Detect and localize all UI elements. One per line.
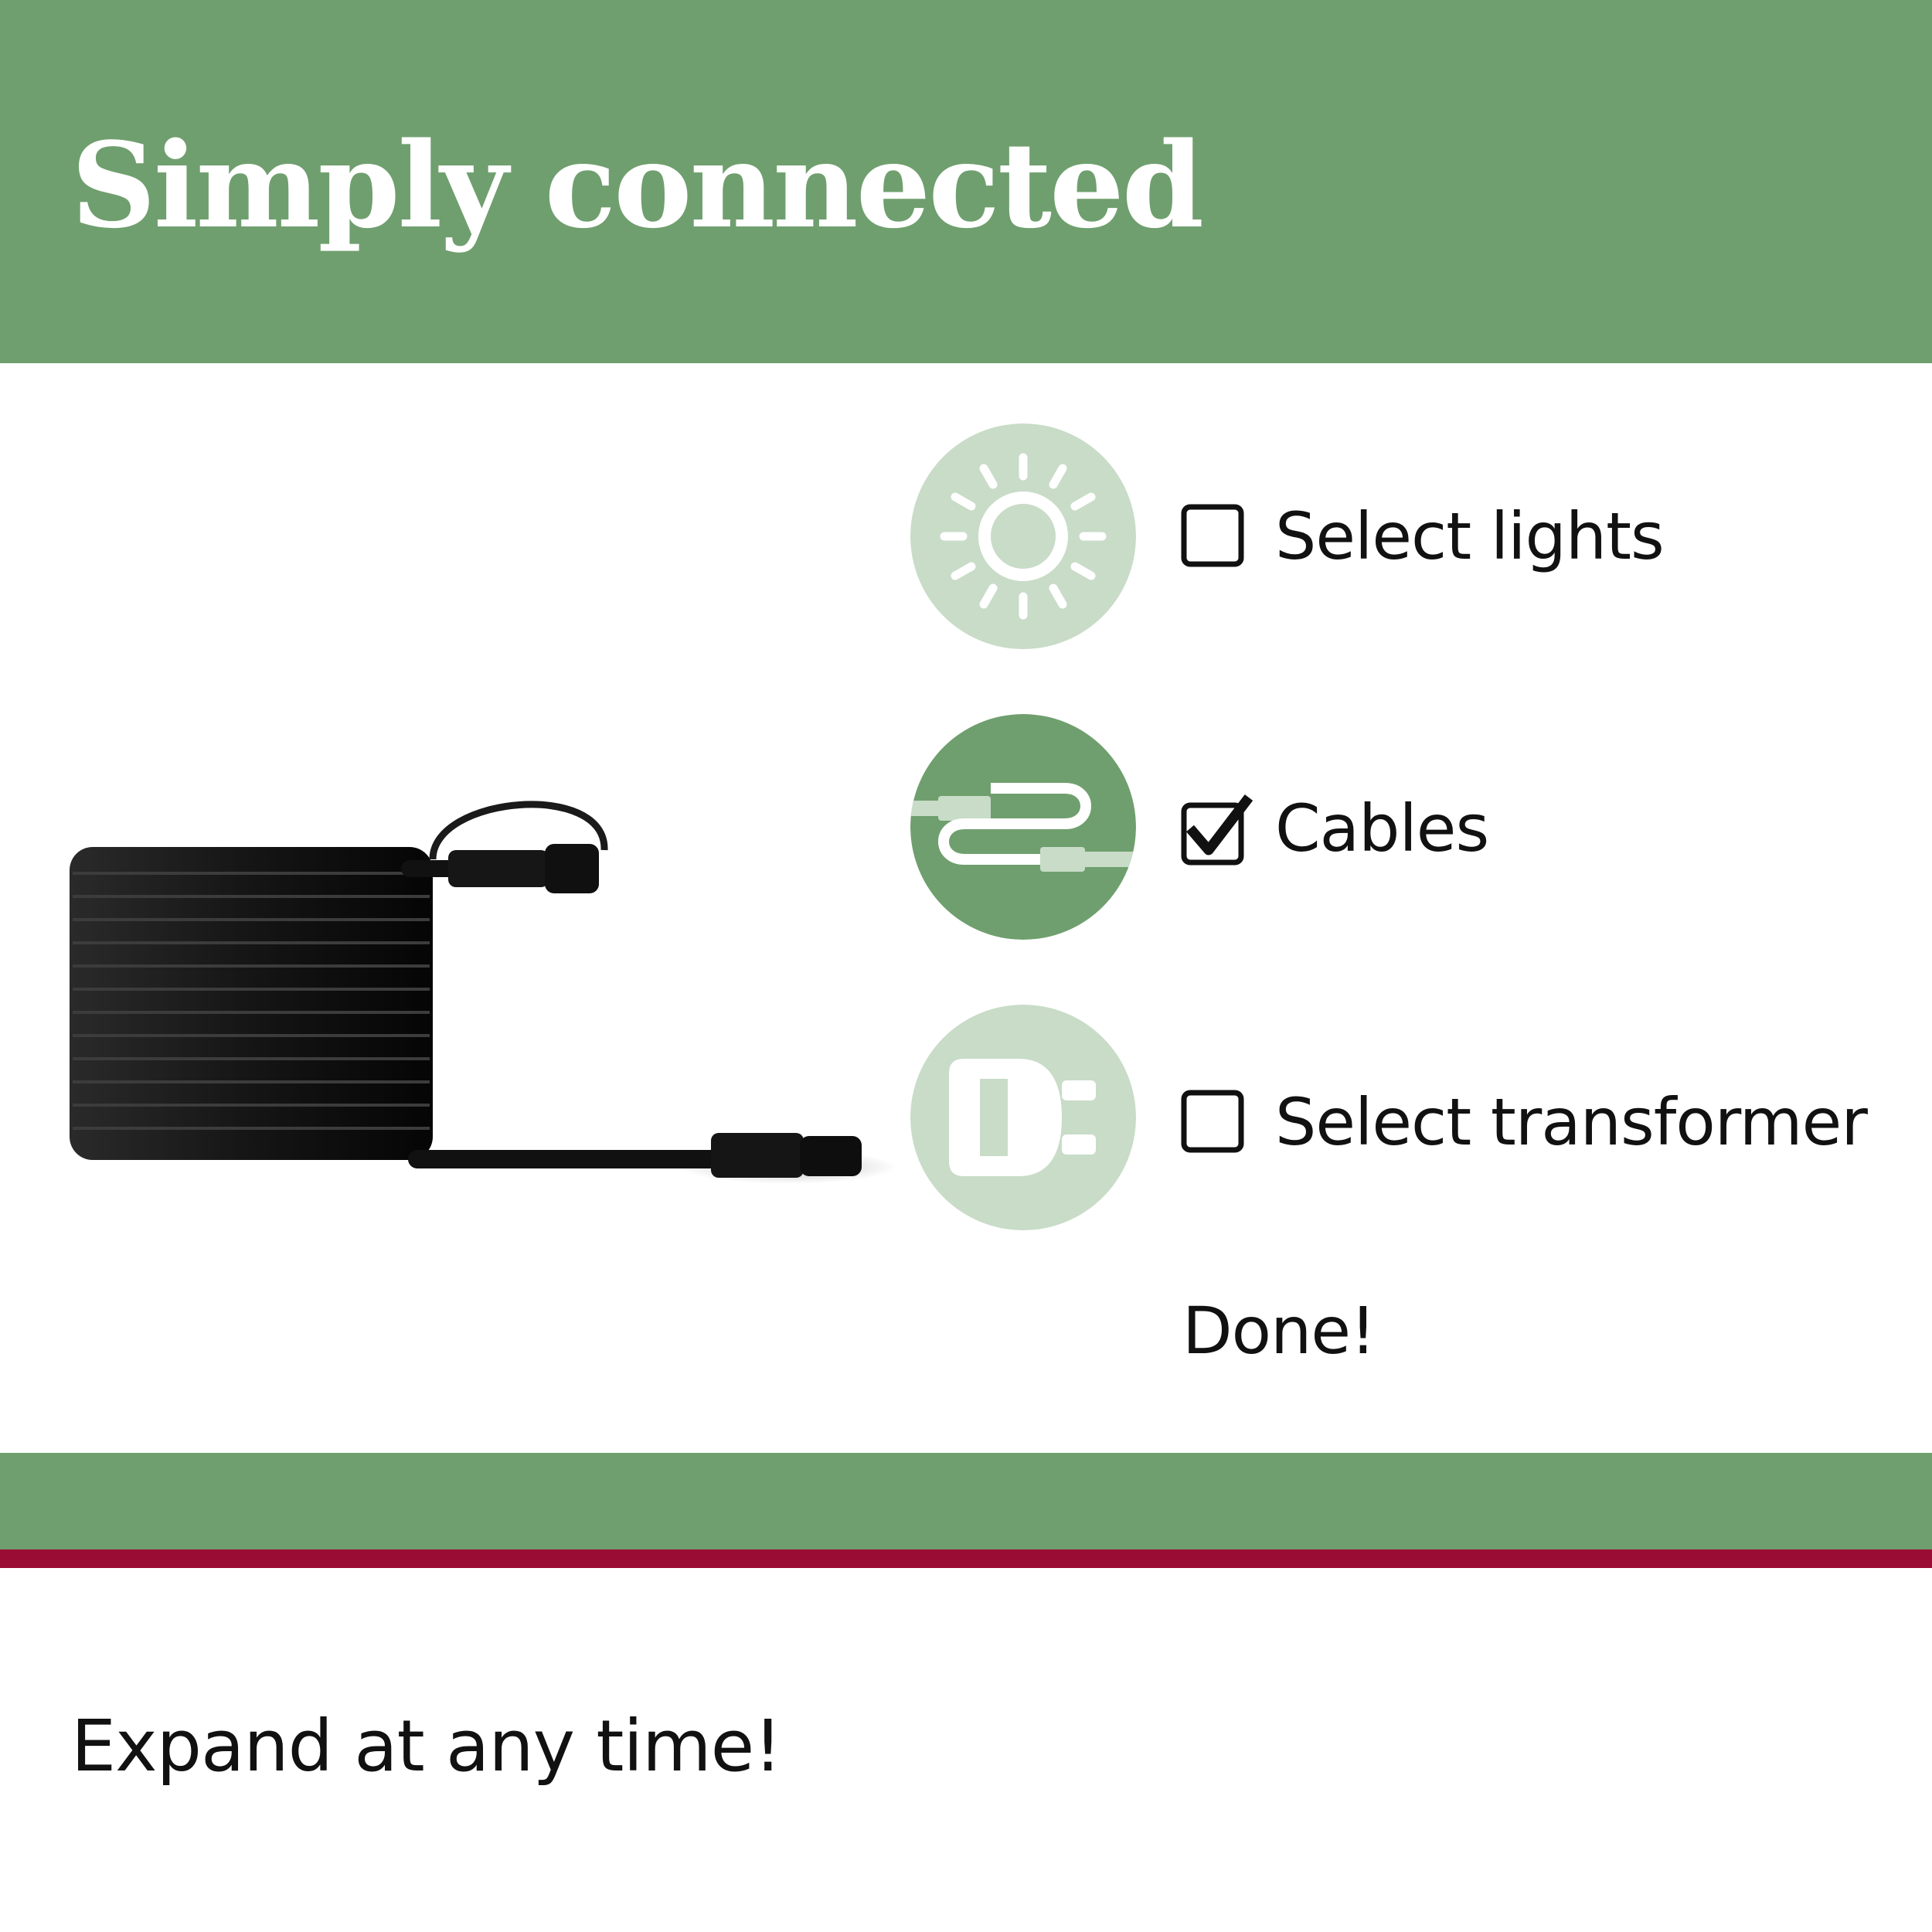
select-transformer-checkbox[interactable]	[1181, 1090, 1244, 1153]
page-title: Simply connected	[71, 116, 1204, 254]
step-label-cables[interactable]: Cables	[1275, 791, 1489, 866]
cable-coil-image	[46, 773, 958, 1252]
footer-tagline: Expand at any time!	[71, 1705, 782, 1787]
select-lights-checkbox[interactable]	[1181, 504, 1244, 567]
accent-red-line	[0, 1549, 1932, 1568]
plug-icon	[910, 1005, 1136, 1230]
top-banner: Simply connected	[0, 0, 1932, 363]
step-sun-badge	[910, 423, 1136, 649]
step-label-select-lights[interactable]: Select lights	[1275, 498, 1665, 574]
sun-icon	[910, 423, 1136, 649]
step-cable-badge	[910, 714, 1136, 940]
done-label: Done!	[1182, 1293, 1376, 1369]
cable-icon	[910, 714, 1136, 940]
step-label-select-transformer[interactable]: Select transformer	[1275, 1084, 1868, 1160]
cables-checkbox[interactable]	[1181, 794, 1253, 866]
bottom-green-bar	[0, 1453, 1932, 1549]
step-plug-badge	[910, 1005, 1136, 1230]
